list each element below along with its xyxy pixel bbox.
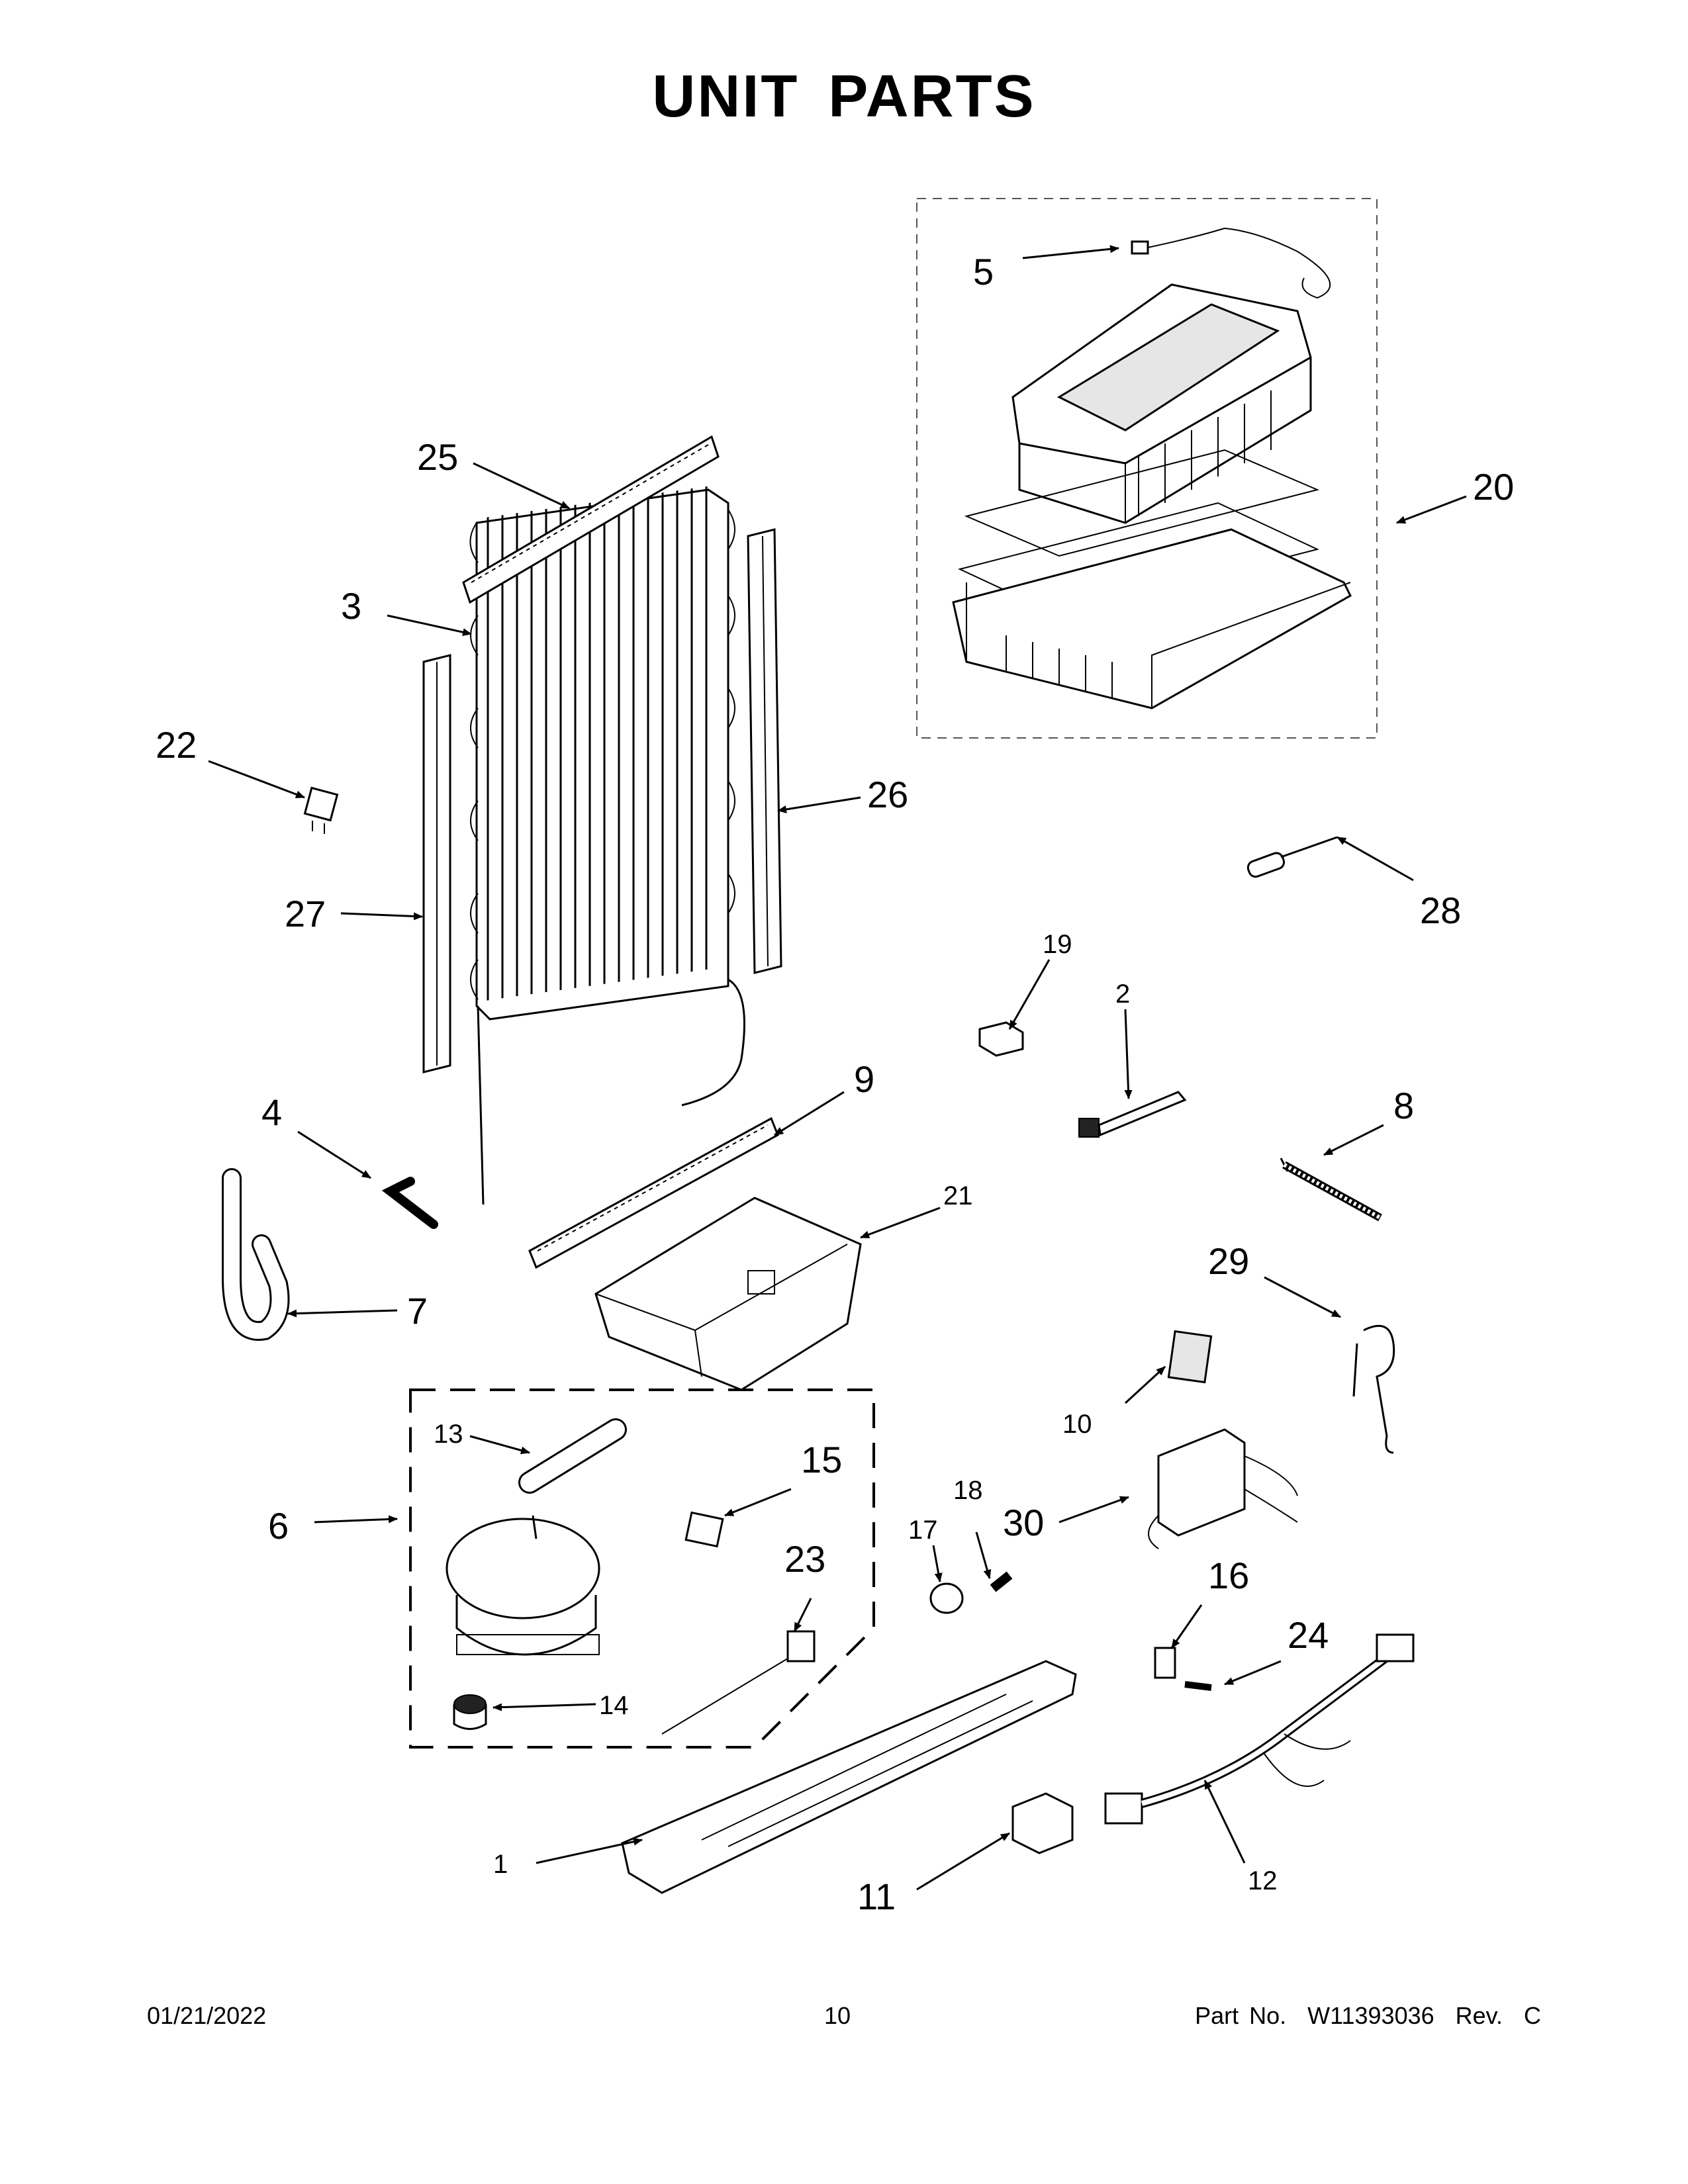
bracket-part-16	[1154, 1647, 1176, 1679]
callout-17: 17	[908, 1516, 938, 1545]
callout-11: 11	[857, 1876, 896, 1917]
callout-5: 5	[973, 251, 994, 293]
callout-14: 14	[599, 1691, 629, 1720]
grommet-part-14	[453, 1694, 487, 1730]
screw-part-24	[1184, 1681, 1212, 1691]
evaporator-assembly-dashed-box	[916, 198, 1378, 739]
footer-page-number: 10	[824, 2002, 851, 2029]
screw-part-8	[1280, 1158, 1382, 1222]
tube-part-4	[381, 1177, 438, 1229]
heater-part-29	[1352, 1324, 1395, 1454]
callout-4: 4	[261, 1091, 282, 1133]
condenser-coil-part	[469, 484, 745, 1205]
wire-harness-part-12	[1104, 1633, 1415, 1825]
gasket-part-10	[1167, 1330, 1213, 1384]
wire-part-23	[661, 1630, 816, 1735]
evaporator-assembly-part-20	[952, 283, 1352, 709]
callout-3: 3	[341, 585, 361, 627]
callout-20: 20	[1473, 466, 1514, 508]
footer-part-number: Part No. W11393036 Rev. C	[1195, 2002, 1541, 2029]
callout-30: 30	[1003, 1502, 1044, 1543]
drain-pan-part-21	[594, 1197, 862, 1391]
base-plate-part-1	[621, 1660, 1077, 1894]
thermistor-part-28	[1246, 836, 1338, 878]
relay-part-15	[684, 1511, 724, 1548]
callout-6: 6	[268, 1505, 289, 1547]
top-rail-part	[462, 435, 720, 604]
cable-tie-part-2	[1078, 1091, 1187, 1138]
callout-24: 24	[1288, 1614, 1329, 1656]
page-title: UNIT PARTS	[652, 64, 1036, 130]
callout-12: 12	[1248, 1866, 1278, 1895]
callout-28: 28	[1420, 889, 1461, 931]
part-19-block	[978, 1021, 1024, 1057]
drier-part-13	[518, 1418, 627, 1494]
compressor-group-dashed-box	[409, 1388, 875, 1749]
callout-29: 29	[1208, 1240, 1249, 1282]
callout-9: 9	[854, 1058, 874, 1100]
callout-1: 1	[493, 1850, 508, 1879]
callout-2: 2	[1115, 979, 1130, 1009]
overload-part-11	[1011, 1792, 1074, 1854]
callout-10: 10	[1062, 1410, 1092, 1439]
callout-25: 25	[417, 436, 458, 478]
callout-7: 7	[407, 1290, 428, 1332]
callout-19: 19	[1043, 930, 1072, 959]
callout-21: 21	[943, 1181, 973, 1210]
left-side-rail-part	[422, 654, 451, 1073]
callout-13: 13	[434, 1420, 463, 1449]
callout-8: 8	[1393, 1085, 1414, 1126]
sensor-part-5	[1131, 227, 1331, 299]
compressor-part-6	[445, 1515, 600, 1656]
grommet-part-17	[929, 1582, 964, 1614]
callout-23: 23	[784, 1538, 825, 1580]
callout-26: 26	[867, 774, 908, 815]
callout-15: 15	[801, 1439, 842, 1480]
callout-18: 18	[953, 1476, 983, 1505]
leader-arrows	[208, 245, 1467, 1891]
control-board-part-30	[1148, 1428, 1298, 1549]
screw-part-18	[990, 1571, 1013, 1592]
switch-part-22	[303, 786, 339, 834]
callout-16: 16	[1208, 1555, 1249, 1596]
callout-22: 22	[156, 724, 197, 766]
right-side-rail-part	[747, 528, 782, 974]
drain-tube-part-7	[222, 1168, 290, 1341]
callout-labels: 1 2 3 4 5 6 7 8 9 10 11 12 13 14 15 16 1…	[156, 251, 1514, 1917]
callout-27: 27	[285, 893, 326, 934]
footer-date: 01/21/2022	[147, 2002, 267, 2029]
